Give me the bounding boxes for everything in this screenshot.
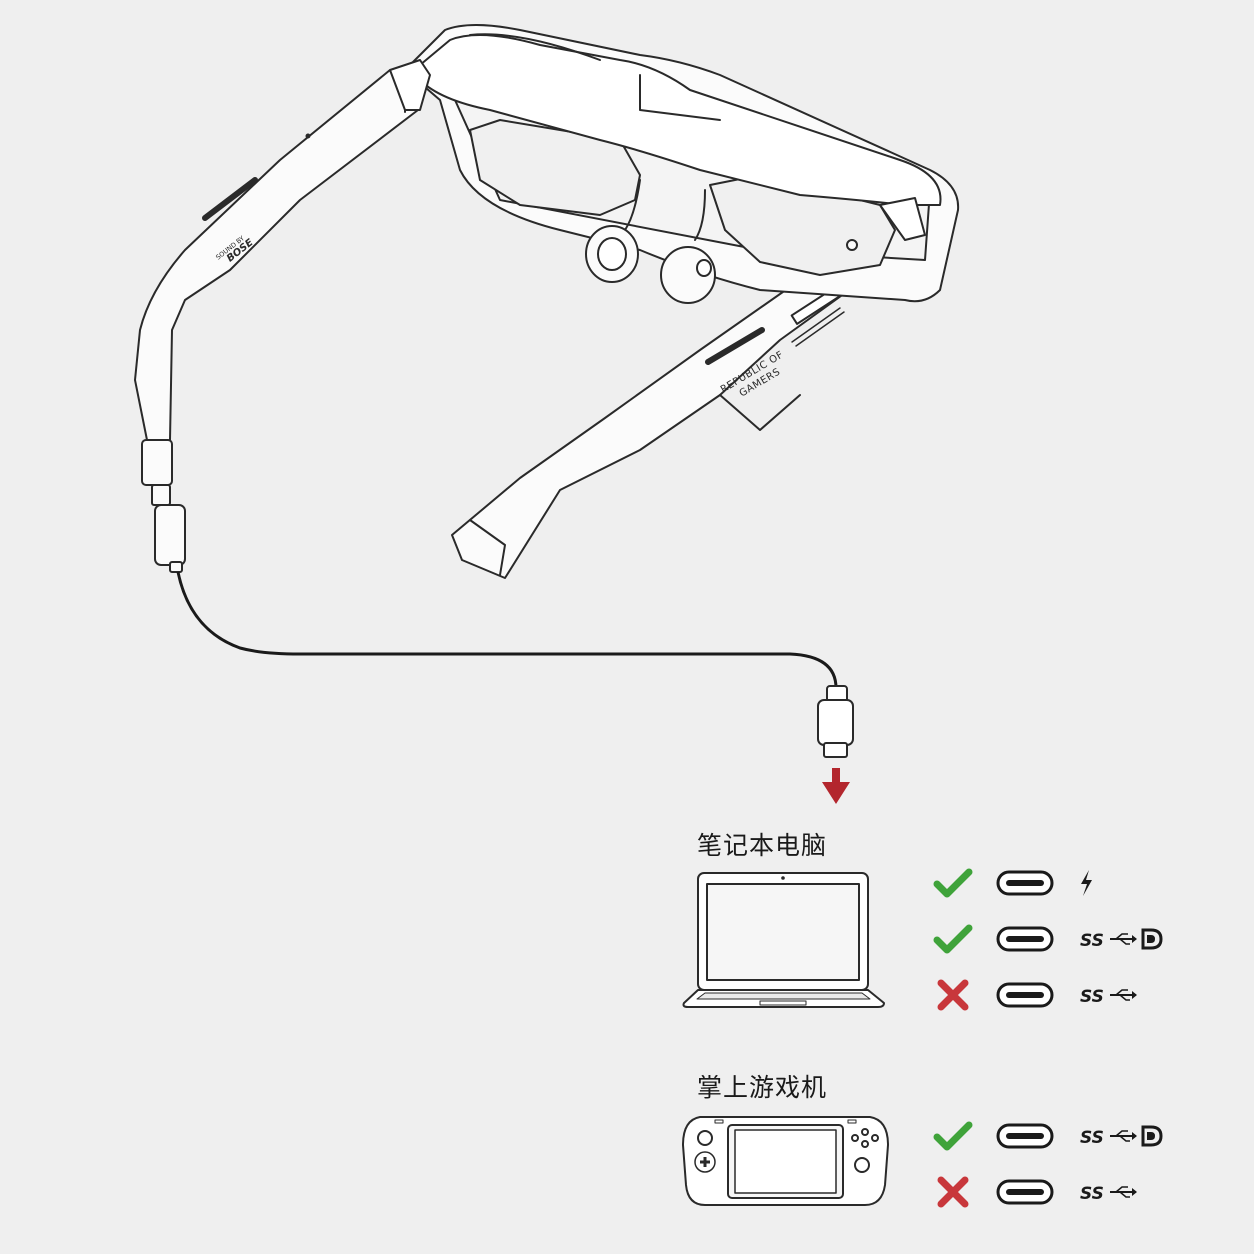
left-temple [134, 69, 421, 446]
connect-arrow [822, 768, 850, 804]
usb-superspeed-icon [1079, 930, 1138, 952]
laptop-section-title: 笔记本电脑 [697, 831, 828, 860]
check-icon [937, 872, 969, 894]
right-temple-slot [705, 327, 765, 365]
usb-c-port-icon [996, 1179, 1054, 1205]
usb-superspeed-icon [1079, 986, 1138, 1008]
left-temple-slot [202, 177, 258, 221]
handheld-console-icon [682, 1116, 889, 1206]
temple-cable-sleeve [141, 439, 173, 486]
usb-c-port-icon [996, 1123, 1054, 1149]
compatibility-row [941, 982, 1138, 1008]
usb-superspeed-icon [1079, 1127, 1138, 1149]
displayport-icon [1141, 928, 1163, 950]
right-temple [451, 204, 936, 579]
handheld-section-title: 掌上游戏机 [697, 1073, 828, 1102]
compatibility-row [937, 1123, 1163, 1149]
power-delivery-icon [1081, 870, 1092, 896]
displayport-icon [1141, 1125, 1163, 1147]
compatibility-row [937, 926, 1163, 952]
laptop-icon [682, 872, 885, 1008]
cable-plug-top [154, 504, 186, 566]
cross-icon [941, 983, 965, 1007]
usb-superspeed-displayport-icon [1079, 1125, 1163, 1149]
usb-superspeed-icon [1079, 1183, 1138, 1205]
usb-c-port-icon [996, 982, 1054, 1008]
compatibility-rows [937, 870, 1163, 1205]
compatibility-row [941, 1179, 1138, 1205]
usb-c-plug [817, 685, 854, 758]
compatibility-row [937, 870, 1092, 896]
ar-glasses-illustration [134, 24, 960, 579]
check-icon [937, 928, 969, 950]
usb-cable [176, 571, 838, 689]
usb-c-port-icon [996, 870, 1054, 896]
usb-superspeed-displayport-icon [1079, 928, 1163, 952]
check-icon [937, 1125, 969, 1147]
left-lens [469, 119, 641, 216]
usb-c-port-icon [996, 926, 1054, 952]
cross-icon [941, 1180, 965, 1204]
